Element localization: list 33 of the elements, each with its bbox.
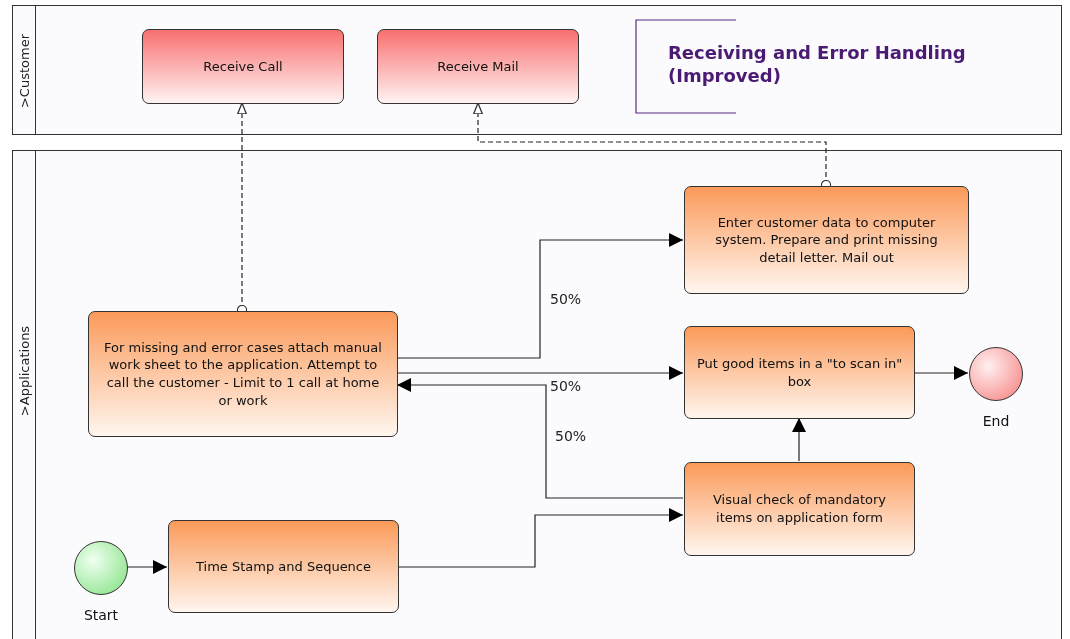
swimlane <box>12 5 1062 135</box>
edge-label: 50% <box>553 428 589 444</box>
task-box <box>684 326 915 419</box>
sequence-flow-arrow <box>397 508 684 568</box>
task-text: Time Stamp and Sequence <box>196 557 371 576</box>
task-box <box>142 29 344 104</box>
sequence-flow-arrow <box>913 366 969 380</box>
diagram-title: Receiving and Error Handling (Improved) <box>668 42 967 87</box>
edge-label: 50% <box>548 378 584 394</box>
task-box <box>88 311 398 437</box>
task-text: Enter customer data to computer system. Prepare and print missing detail letter. Mail out <box>714 213 939 267</box>
sequence-flow-arrow <box>396 233 684 359</box>
lane-title: >Customer <box>16 34 32 108</box>
edge-label: 50% <box>548 291 584 307</box>
task-text: Visual check of mandatory items on application form <box>712 491 887 527</box>
task-text: Receive Mail <box>437 57 519 76</box>
swimlane <box>12 150 1062 639</box>
start-event-circle <box>74 541 128 595</box>
sequence-flow-arrow <box>396 378 684 499</box>
task-box <box>168 520 399 613</box>
event-label: Start <box>83 607 119 623</box>
sequence-flow-arrow <box>126 560 168 574</box>
event-label: End <box>982 413 1010 429</box>
sequence-flow-arrow <box>792 417 806 462</box>
task-text: For missing and error cases attach manual work sheet to the application. Attempt to call the customer - Limit to 1 call at home or work <box>103 338 383 410</box>
task-text: Put good items in a "to scan in" box <box>695 354 904 391</box>
task-box <box>377 29 579 104</box>
sequence-flow-arrow <box>396 366 684 380</box>
task-box <box>684 186 969 294</box>
task-box <box>684 462 915 556</box>
lane-title: >Applications <box>16 325 32 417</box>
end-event-circle <box>969 347 1023 401</box>
task-text: Receive Call <box>203 57 283 76</box>
